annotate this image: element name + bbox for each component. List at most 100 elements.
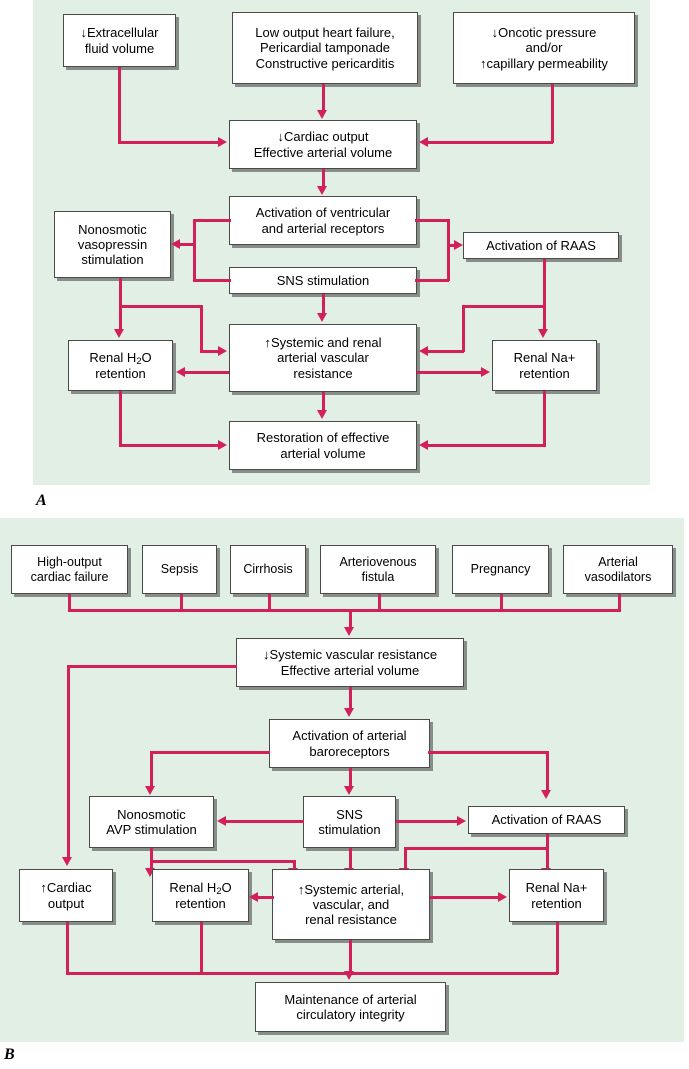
connector-sns-to-avp (226, 820, 304, 823)
node-arteriovenous-fistula[interactable]: Arteriovenous fistula (320, 545, 436, 594)
node-text-line2: baroreceptors (309, 743, 390, 759)
connector-top-bus-bar (68, 609, 621, 612)
node-activation-of-raas-b[interactable]: Activation of RAAS (468, 806, 625, 834)
connector-sns-right-stub (415, 279, 449, 282)
arrowhead-systemic-to-na (481, 367, 490, 377)
arrowhead-baro-to-avp (145, 786, 155, 795)
node-text-line1: SNS (336, 806, 363, 822)
connector-vasopressin-elbow (119, 305, 202, 308)
node-text: Activation of RAAS (486, 237, 596, 253)
node-text-line3: Constructive pericarditis (255, 55, 395, 71)
node-text-line1: Arterial (598, 555, 638, 569)
arrowhead-raas-to-systemic (419, 346, 428, 356)
connector-activation-left-stub (193, 219, 231, 222)
node-text-line1: Renal Na+ (513, 350, 576, 366)
node-text-line2: vasopressin (77, 236, 148, 252)
node-text-line1: Maintenance of arterial (284, 991, 417, 1007)
node-text-line2: arterial vascular (277, 350, 369, 366)
node-text-line1: Arteriovenous (339, 555, 417, 569)
node-maintenance-arterial-circulatory-integrity[interactable]: Maintenance of arterial circulatory inte… (255, 982, 446, 1032)
arrowhead-vasopressin-to-systemic (218, 346, 227, 356)
arrowhead-sns-to-raas (457, 816, 466, 826)
connector-avp-bus-right-down (293, 860, 296, 870)
node-text-line2: fistula (361, 569, 395, 584)
connector-bus-to-svr (349, 609, 352, 628)
node-text-line1: High-output (37, 555, 102, 569)
node-text-line2: retention (175, 896, 226, 912)
connector-systemic-to-h2o (185, 371, 229, 374)
node-sepsis[interactable]: Sepsis (142, 545, 217, 594)
connector-raas-b-elbow-down (404, 847, 407, 870)
connector-avp-bus (150, 860, 295, 863)
arrowhead-baro-to-raas (541, 790, 551, 799)
connector-oncotic-left (428, 141, 553, 144)
arrowhead-raas-to-na (538, 329, 548, 338)
node-low-output-heart-failure[interactable]: Low output heart failure, Pericardial ta… (232, 12, 418, 84)
connector-raas-down (543, 259, 546, 330)
connector-oncotic-down (551, 84, 554, 143)
connector-highoutput-stub (68, 594, 71, 611)
connector-raas-elbow (462, 305, 545, 308)
node-activation-of-raas[interactable]: Activation of RAAS (463, 232, 619, 259)
arrowhead-to-raas (454, 240, 463, 250)
node-text-line2: and/or (525, 40, 563, 56)
node-systemic-renal-arterial-vascular-resistance[interactable]: ↑Systemic and renal arterial vascular re… (229, 324, 417, 392)
node-restoration-of-effective-arterial-volume[interactable]: Restoration of effective arterial volume (229, 421, 417, 470)
connector-raas-b-elbow (404, 847, 548, 850)
connector-right-bus (447, 219, 450, 281)
connector-na-to-restoration (428, 444, 546, 447)
node-text: Sepsis (160, 562, 199, 577)
node-systemic-arterial-vascular-renal-resistance[interactable]: ↑Systemic arterial, vascular, and renal … (272, 869, 430, 940)
node-text-line2: AVP stimulation (106, 822, 197, 837)
connector-sns-to-raas (396, 820, 457, 823)
node-renal-h2o-retention[interactable]: Renal H2O retention (68, 340, 173, 391)
node-extracellular-fluid-volume[interactable]: ↓Extracellular fluid volume (63, 14, 176, 67)
node-sns-stimulation[interactable]: SNS stimulation (229, 267, 417, 294)
arrowhead-baro-to-sns (344, 786, 354, 795)
connector-lowoutput-to-cardiac (322, 84, 325, 111)
node-text-line1: ↑Systemic and renal (264, 335, 382, 351)
connector-avp-down (150, 848, 153, 862)
node-high-output-cardiac-failure[interactable]: High-output cardiac failure (11, 545, 128, 594)
node-text: Pregnancy (470, 562, 531, 577)
connector-bottom-bus-bar (66, 972, 558, 975)
node-cardiac-output-b[interactable]: ↑Cardiac output (19, 869, 113, 922)
arrowhead-oncotic-to-cardiac (419, 137, 428, 147)
connector-raas-to-systemic (428, 350, 464, 353)
connector-raas-elbow-down (462, 305, 465, 352)
node-pregnancy[interactable]: Pregnancy (452, 545, 549, 594)
connector-baro-right-down (546, 751, 549, 791)
node-activation-arterial-baroreceptors[interactable]: Activation of arterial baroreceptors (269, 719, 430, 768)
node-text-line2: Pericardial tamponade (259, 40, 391, 56)
node-text-line2: vasodilators (584, 569, 652, 584)
connector-raas-b-down (546, 834, 549, 870)
node-cirrhosis[interactable]: Cirrhosis (230, 545, 306, 594)
node-renal-na-retention-b[interactable]: Renal Na+ retention (509, 869, 604, 922)
connector-svr-left-out (67, 665, 237, 668)
connector-vasopressin-down (119, 278, 122, 330)
node-cardiac-output[interactable]: ↓Cardiac output Effective arterial volum… (229, 120, 417, 169)
node-text-line1: Activation of arterial (292, 728, 407, 744)
node-systemic-vascular-resistance[interactable]: ↓Systemic vascular resistance Effective … (236, 638, 464, 687)
node-oncotic-pressure[interactable]: ↓Oncotic pressure and/or ↑capillary perm… (453, 12, 635, 84)
node-activation-ventricular-arterial-receptors[interactable]: Activation of ventricular and arterial r… (229, 196, 417, 245)
connector-baro-left-down (150, 751, 153, 787)
node-arterial-vasodilators[interactable]: Arterial vasodilators (563, 545, 673, 594)
node-text: Activation of RAAS (491, 812, 602, 828)
node-text-line2: cardiac failure (30, 569, 109, 584)
node-sns-stimulation-b[interactable]: SNS stimulation (303, 796, 396, 848)
node-renal-h2o-retention-b[interactable]: Renal H2O retention (152, 869, 249, 922)
connector-cardiac-to-activation (322, 169, 325, 187)
node-renal-na-retention[interactable]: Renal Na+ retention (492, 340, 597, 391)
arrowhead-bus-to-svr (344, 627, 354, 636)
node-text-line1: Renal H2O (89, 349, 152, 366)
node-nonosmotic-vasopressin-stimulation[interactable]: Nonosmotic vasopressin stimulation (54, 211, 171, 278)
node-text-line2: and arterial receptors (261, 220, 385, 236)
connector-h2o-b-down (200, 922, 203, 974)
node-nonosmotic-avp-stimulation[interactable]: Nonosmotic AVP stimulation (89, 796, 214, 848)
arrowhead-lowoutput-to-cardiac (317, 110, 327, 119)
connector-svr-to-baro (349, 687, 352, 709)
node-text-line1: ↑Systemic arterial, (297, 881, 405, 897)
node-text-line2: retention (531, 895, 582, 911)
node-text-line2: circulatory integrity (296, 1007, 405, 1022)
